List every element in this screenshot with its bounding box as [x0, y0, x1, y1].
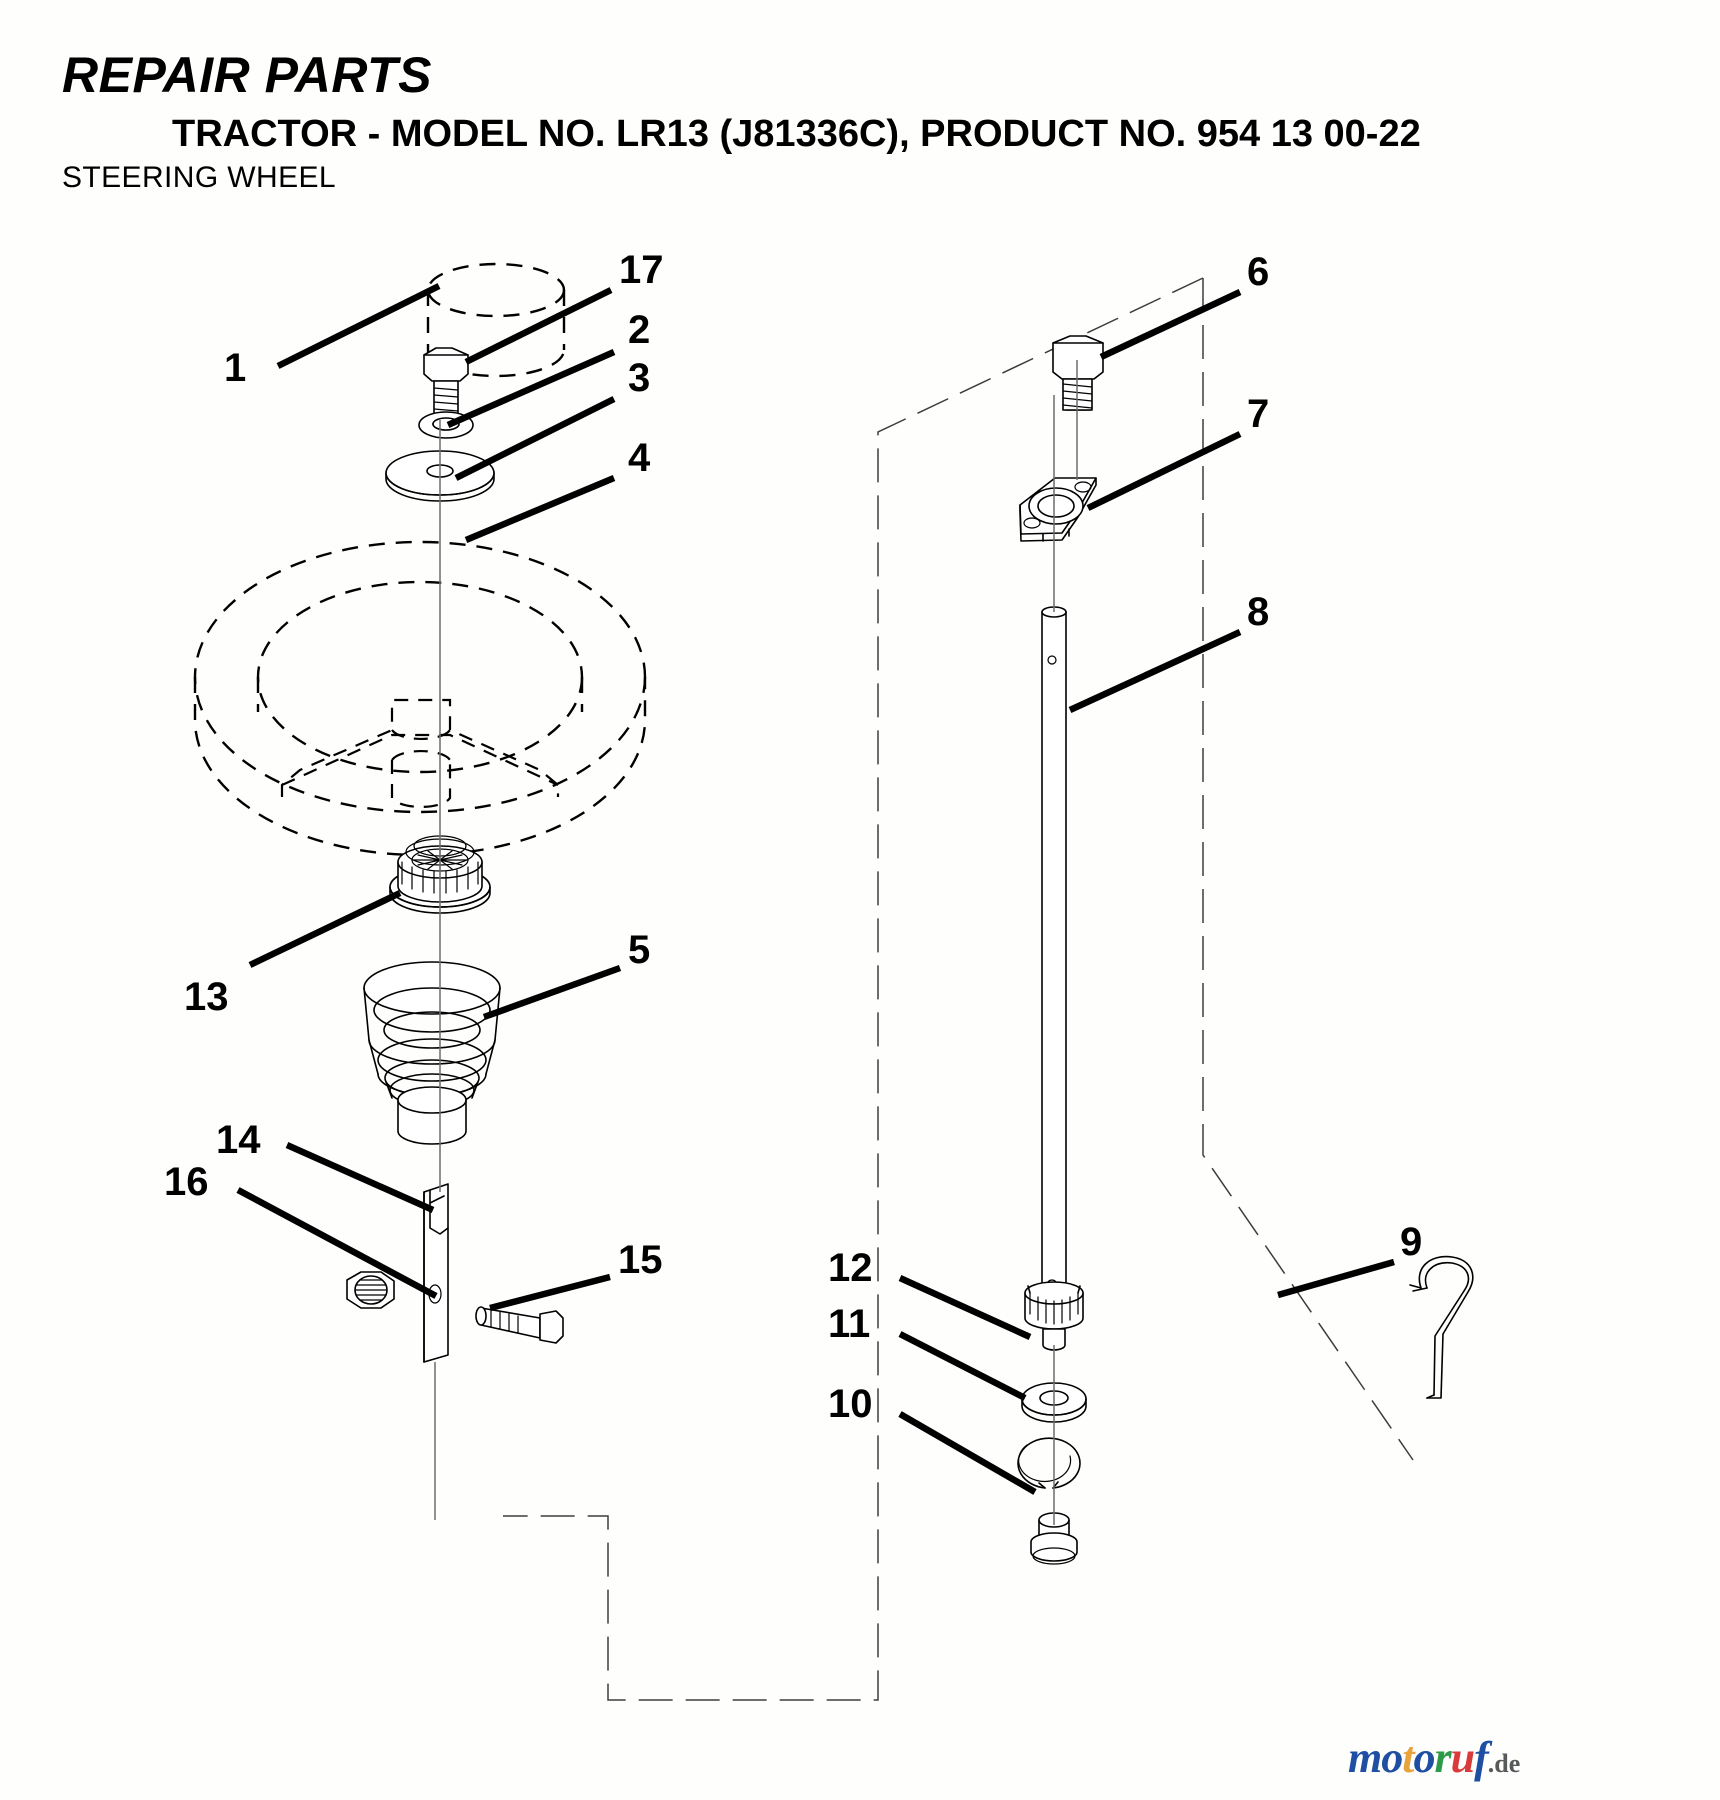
- bushing-plug-part: [1030, 1512, 1078, 1565]
- leader-line-8: [1068, 629, 1242, 713]
- leader-line-11: [898, 1331, 1027, 1401]
- leader-line-12: [898, 1275, 1032, 1340]
- steering-adapter-part: [1024, 1281, 1084, 1351]
- callout-number-1[interactable]: 1: [224, 346, 247, 390]
- motoruf-watermark: motoruf.de: [1348, 1732, 1520, 1783]
- watermark-suffix: .de: [1487, 1749, 1521, 1778]
- steering-shaft-upper-part: [1041, 606, 1067, 1297]
- hex-bolt-upper-part: [423, 347, 469, 415]
- callout-number-2[interactable]: 2: [628, 308, 651, 352]
- callout-leader-lines: [236, 283, 1395, 1495]
- leader-line-1: [276, 283, 441, 369]
- callout-number-16[interactable]: 16: [164, 1160, 209, 1204]
- callout-number-6[interactable]: 6: [1247, 250, 1270, 294]
- leader-line-7: [1086, 431, 1242, 511]
- assembly-boundary-outline: [503, 277, 1414, 1701]
- steering-boot-part: [363, 961, 501, 1145]
- leader-line-15: [489, 1273, 611, 1312]
- leader-line-13: [248, 890, 402, 968]
- retaining-ring-part: [1017, 1437, 1081, 1489]
- carriage-bolt-part: [475, 1306, 564, 1344]
- leader-line-14: [285, 1142, 435, 1213]
- leader-line-2: [446, 349, 616, 428]
- leader-line-16: [236, 1187, 438, 1299]
- page-title: REPAIR PARTS: [62, 47, 432, 103]
- hex-nut-part: [346, 1271, 395, 1309]
- callout-number-17[interactable]: 17: [619, 248, 664, 292]
- section-title: STEERING WHEEL: [62, 161, 336, 194]
- flat-washer-part: [385, 450, 495, 502]
- watermark-brand: motoruf: [1348, 1733, 1489, 1782]
- callout-number-15[interactable]: 15: [618, 1238, 663, 1282]
- callout-number-4[interactable]: 4: [628, 436, 651, 480]
- callout-number-14[interactable]: 14: [216, 1118, 261, 1162]
- leader-line-3: [454, 396, 616, 481]
- leader-line-4: [464, 475, 616, 543]
- leader-line-9: [1277, 1258, 1395, 1299]
- leader-line-10: [898, 1411, 1037, 1495]
- callout-number-13[interactable]: 13: [184, 975, 229, 1019]
- steering-wheel-part: [193, 540, 647, 857]
- callout-number-5[interactable]: 5: [628, 928, 651, 972]
- callout-number-7[interactable]: 7: [1247, 392, 1270, 436]
- retainer-clip-part: [1409, 1255, 1474, 1399]
- leader-line-5: [482, 964, 622, 1021]
- steering-flange-bearing-part: [1019, 477, 1097, 542]
- callout-number-3[interactable]: 3: [628, 356, 651, 400]
- callout-number-9[interactable]: 9: [1400, 1220, 1423, 1264]
- callout-number-11[interactable]: 11: [828, 1302, 871, 1346]
- assembly-center-lines: [434, 360, 1078, 1525]
- callout-number-12[interactable]: 12: [828, 1246, 873, 1290]
- leader-line-17: [464, 287, 613, 365]
- callout-number-10[interactable]: 10: [828, 1382, 873, 1426]
- leader-line-6: [1099, 289, 1242, 360]
- callout-number-8[interactable]: 8: [1247, 590, 1270, 634]
- model-number-line: TRACTOR - MODEL NO. LR13 (J81336C), PROD…: [172, 113, 1421, 155]
